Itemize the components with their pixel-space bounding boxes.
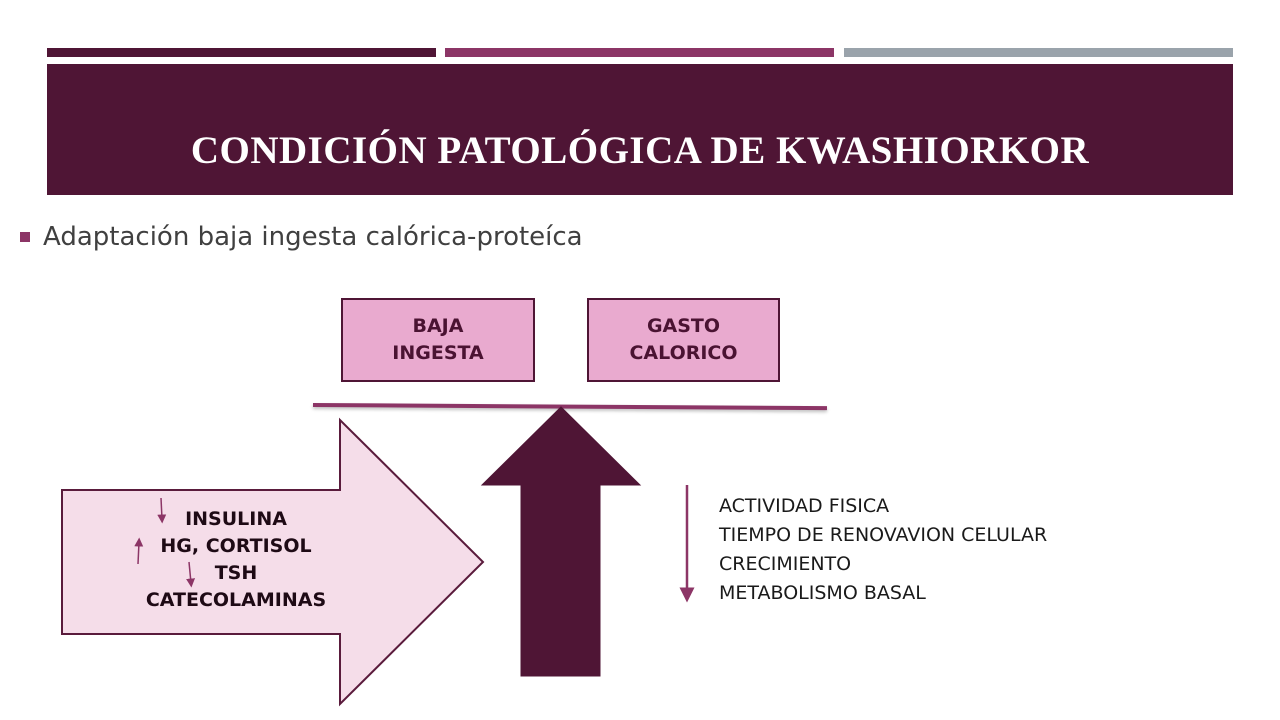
insulina-down-arrow-icon — [157, 497, 167, 524]
slide-title: CONDICIÓN PATOLÓGICA DE KWASHIORKOR — [190, 129, 1090, 172]
box-line: GASTO — [646, 315, 721, 337]
bullet-text: Adaptación baja ingesta calórica-proteíc… — [43, 222, 583, 252]
effect-item: METABOLISMO BASAL — [719, 582, 926, 604]
bullet-item: Adaptación baja ingesta calórica-proteíc… — [20, 222, 583, 252]
box-line: CALORICO — [629, 342, 738, 364]
hormone-insulina: INSULINA — [185, 508, 287, 530]
hg-cortisol-up-arrow-icon — [134, 537, 144, 565]
box-line: BAJA — [412, 315, 464, 337]
accent-bar-grey — [844, 48, 1233, 57]
accent-bar-dark — [47, 48, 436, 57]
hormone-catecolaminas: CATECOLAMINAS — [145, 589, 327, 611]
tsh-down-arrow-icon — [186, 561, 196, 588]
hormones-list: INSULINA HG, CORTISOL TSH CATECOLAMINAS — [110, 506, 362, 614]
title-band: CONDICIÓN PATOLÓGICA DE KWASHIORKOR — [47, 64, 1233, 195]
up-block-arrow — [480, 406, 642, 677]
box-line: INGESTA — [392, 342, 484, 364]
effect-item: CRECIMIENTO — [719, 553, 852, 575]
hormone-hg-cortisol: HG, CORTISOL — [160, 535, 312, 557]
square-bullet-icon — [20, 232, 30, 242]
gasto-calorico-box: GASTO CALORICO — [587, 298, 780, 382]
effects-list: ACTIVIDAD FISICA TIEMPO DE RENOVAVION CE… — [719, 492, 1047, 608]
hormone-tsh: TSH — [214, 562, 258, 584]
effect-item: TIEMPO DE RENOVAVION CELULAR — [719, 524, 1048, 546]
effect-item: ACTIVIDAD FISICA — [719, 495, 890, 517]
baja-ingesta-box: BAJA INGESTA — [341, 298, 535, 382]
right-block-arrow — [61, 417, 485, 707]
accent-bar-magenta — [445, 48, 834, 57]
